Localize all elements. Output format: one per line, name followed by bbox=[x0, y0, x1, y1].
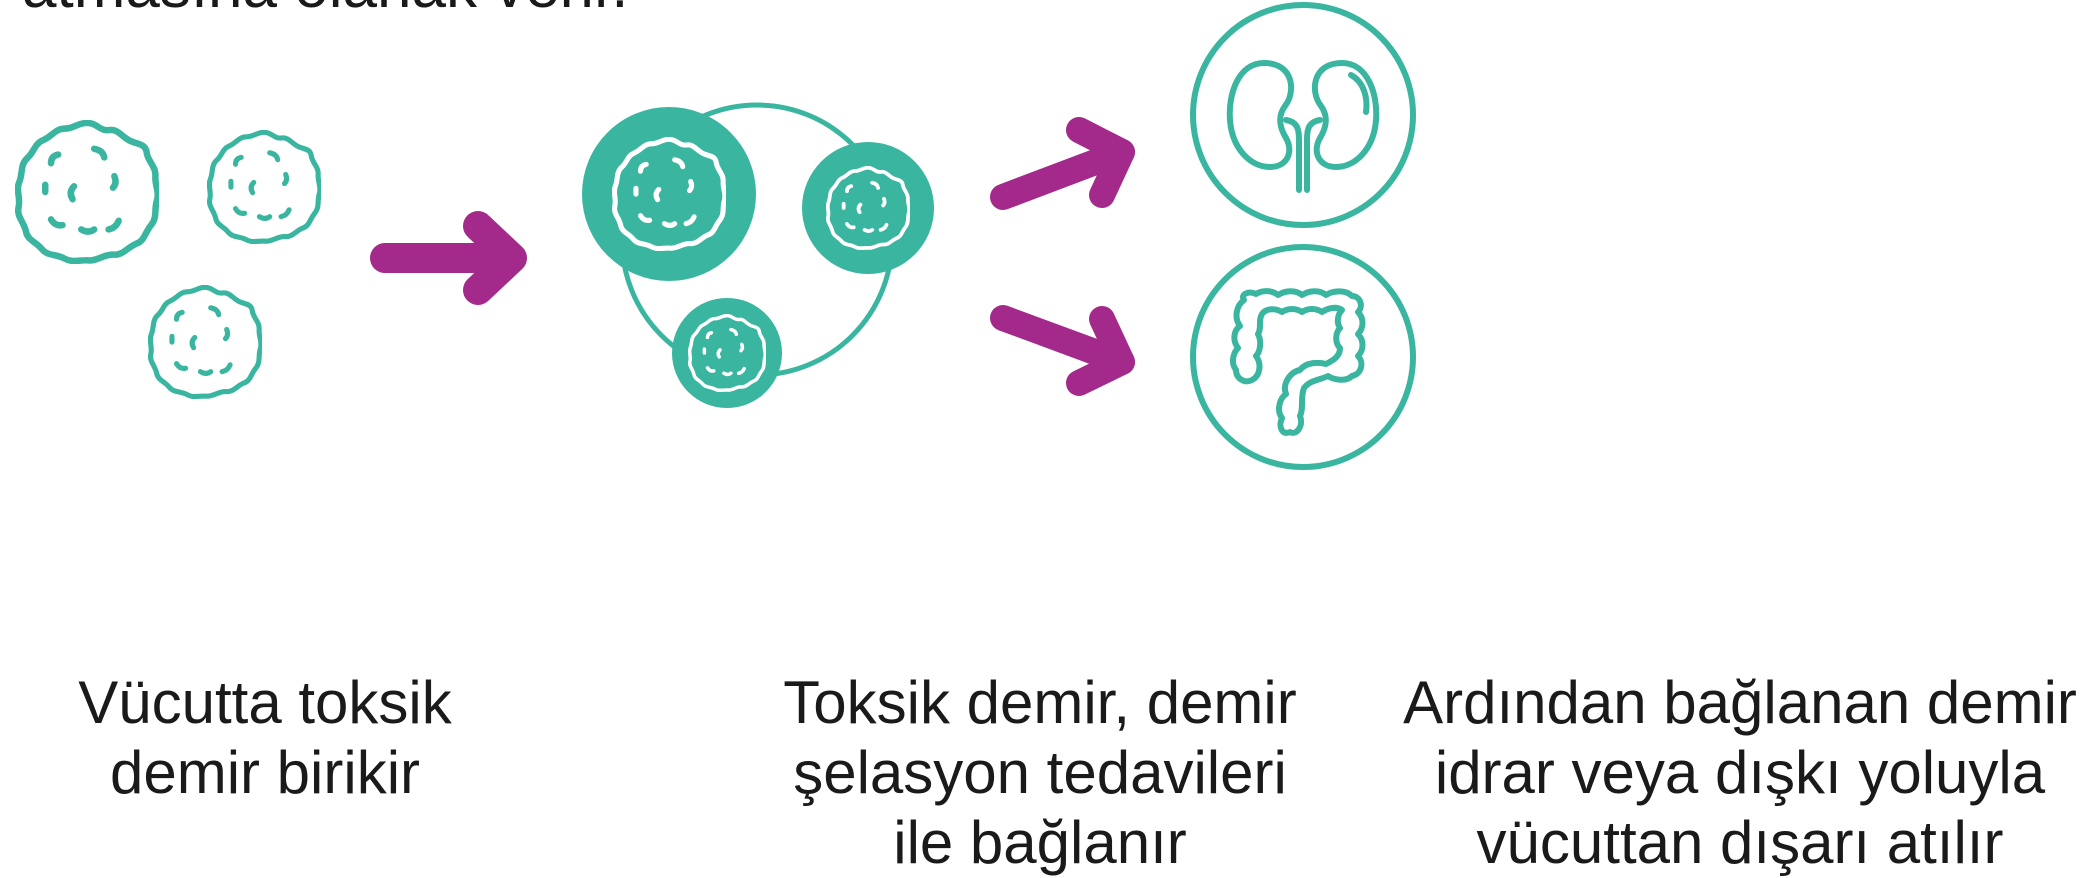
caption-line: vücuttan dışarı atılır bbox=[1400, 808, 2080, 878]
caption-line: ile bağlanır bbox=[760, 808, 1320, 878]
step3-caption: Ardından bağlanan demir idrar veya dışkı… bbox=[1400, 668, 2080, 878]
iron-particle-icon bbox=[150, 287, 261, 396]
arrow-right-icon bbox=[385, 226, 512, 290]
step1-caption: Vücutta toksik demir birikir bbox=[0, 668, 530, 808]
iron-particle-icon bbox=[209, 132, 320, 241]
caption-line: idrar veya dışkı yoluyla bbox=[1400, 738, 2080, 808]
arrow-up-right-icon bbox=[1003, 130, 1122, 197]
caption-line: Ardından bağlanan demir bbox=[1400, 668, 2080, 738]
step2-caption: Toksik demir, demir şelasyon tedavileri … bbox=[760, 668, 1320, 878]
arrow-down-right-icon bbox=[1003, 318, 1122, 383]
chelator-complex-icon bbox=[582, 105, 934, 408]
intestine-icon bbox=[1193, 247, 1413, 467]
caption-line: şelasyon tedavileri bbox=[760, 738, 1320, 808]
caption-line: Vücutta toksik bbox=[0, 668, 530, 738]
caption-line: Toksik demir, demir bbox=[760, 668, 1320, 738]
iron-particle-icon bbox=[18, 123, 158, 261]
caption-line: demir birikir bbox=[0, 738, 530, 808]
kidney-icon bbox=[1193, 5, 1413, 225]
